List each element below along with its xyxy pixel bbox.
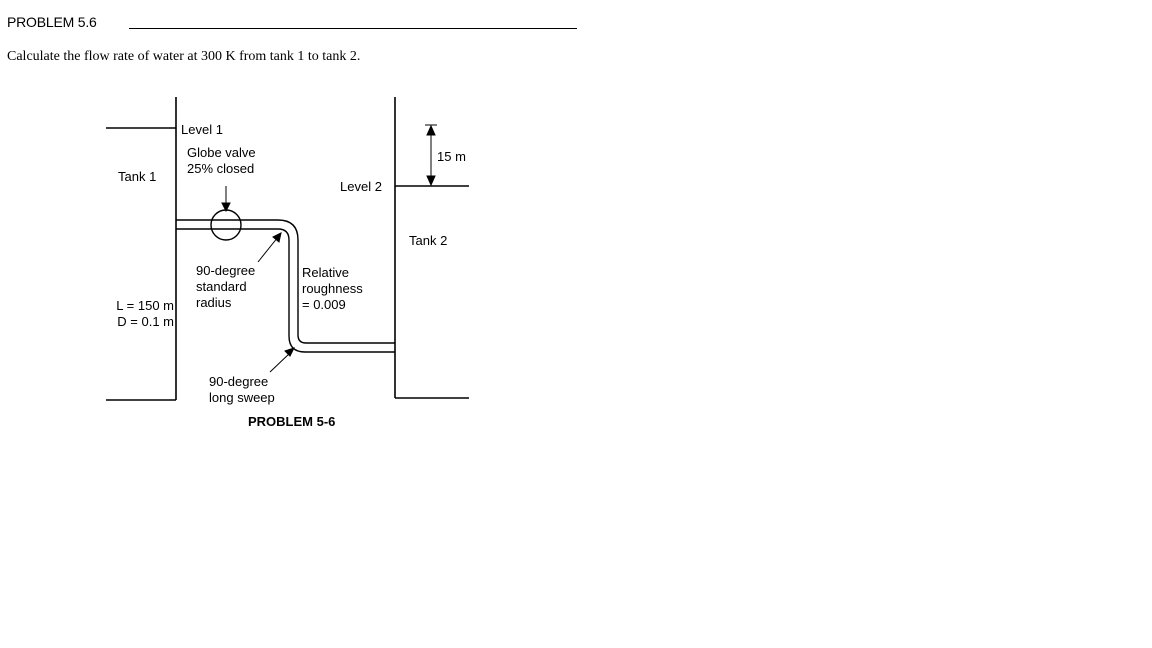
globe-valve xyxy=(210,209,242,241)
annotation-arrows xyxy=(221,186,295,373)
level-2-label: Level 2 xyxy=(340,179,382,194)
valve-arrowhead xyxy=(221,202,231,213)
dim-arrow-down xyxy=(426,175,436,187)
figure-caption: PROBLEM 5-6 xyxy=(248,414,335,429)
elbow1-label-line3: radius xyxy=(196,295,232,310)
problem-statement: Calculate the flow rate of water at 300 … xyxy=(7,49,361,64)
tank-1 xyxy=(106,97,177,401)
globe-valve-closed-label: 25% closed xyxy=(187,161,254,176)
header-rule xyxy=(129,28,577,29)
roughness-label-line1: Relative xyxy=(302,265,349,280)
elbow1-label-line2: standard xyxy=(196,279,247,294)
length-label: L = 150 m xyxy=(116,298,174,313)
tank-2-label: Tank 2 xyxy=(409,233,447,248)
elbow1-arrow xyxy=(257,236,279,263)
dim-arrow-up xyxy=(426,124,436,136)
roughness-label-line3: = 0.009 xyxy=(302,297,346,312)
elbow2-arrow xyxy=(269,351,292,373)
tank-2 xyxy=(394,97,469,399)
problem-title: PROBLEM 5.6 xyxy=(7,14,97,30)
problem-header: PROBLEM 5.6 xyxy=(7,10,577,34)
elbow1-arrowhead xyxy=(272,232,282,243)
pipe-outer-wall xyxy=(176,219,395,344)
elbow2-arrowhead xyxy=(284,347,295,357)
pipe-inner-wall xyxy=(176,228,395,353)
elbow2-label-line2: long sweep xyxy=(209,390,275,405)
level-1-label: Level 1 xyxy=(181,122,223,137)
dimension-15m xyxy=(425,124,437,187)
pipe xyxy=(176,219,395,353)
tank-1-label: Tank 1 xyxy=(118,169,156,184)
dimension-15m-label: 15 m xyxy=(437,149,466,164)
globe-valve-label: Globe valve xyxy=(187,145,256,160)
elbow1-label-line1: 90-degree xyxy=(196,263,255,278)
elbow2-label-line1: 90-degree xyxy=(209,374,268,389)
roughness-label-line2: roughness xyxy=(302,281,363,296)
diameter-label: D = 0.1 m xyxy=(117,314,174,329)
